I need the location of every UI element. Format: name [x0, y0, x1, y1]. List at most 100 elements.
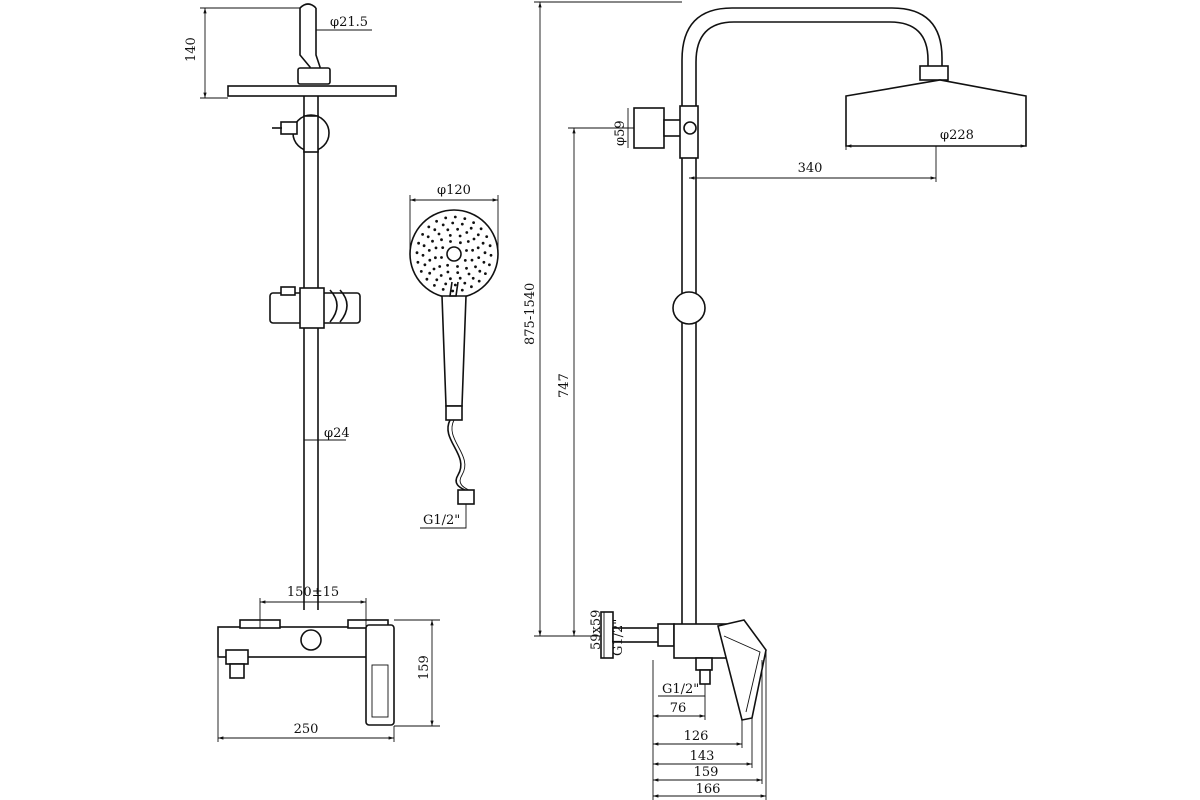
- nozzle-dot: [477, 256, 481, 259]
- mixer-handle: [365, 624, 395, 726]
- diverter-knob-side: [683, 121, 697, 135]
- nozzle-dot: [460, 222, 464, 226]
- nozzle-dot: [481, 241, 485, 245]
- eccentric-nut: [657, 623, 675, 647]
- nozzle-dot: [444, 282, 448, 286]
- nozzle-dot: [433, 284, 436, 287]
- nozzle-dot: [427, 249, 431, 252]
- nozzle-dot: [485, 235, 489, 239]
- diverter-side: [633, 107, 665, 149]
- dim-pipe-diameter: φ21.5: [330, 15, 368, 30]
- dim-rail-diameter: φ24: [324, 426, 350, 441]
- nozzle-dot: [441, 246, 445, 250]
- nozzle-dot: [426, 235, 430, 239]
- dim-143: 143: [690, 749, 715, 764]
- nozzle-dot: [417, 241, 420, 245]
- slider-hook-2: [339, 289, 348, 323]
- dim-166: 166: [696, 782, 721, 797]
- nozzle-dot: [433, 228, 437, 232]
- nozzle-dot: [472, 221, 475, 225]
- nozzle-dot: [446, 270, 450, 274]
- hand-shower-handle: [441, 295, 467, 407]
- nozzle-dot: [484, 272, 487, 275]
- slider-screw: [280, 286, 296, 296]
- nozzle-dot: [438, 265, 442, 268]
- slider-side: [672, 291, 706, 325]
- nozzle-dot: [466, 240, 470, 243]
- diverter-body: [303, 115, 319, 153]
- hose-nut: [457, 489, 475, 505]
- dim-overhead-diameter: φ228: [940, 128, 974, 143]
- nozzle-dot: [463, 259, 467, 262]
- mixer-handle-inset: [371, 664, 389, 718]
- nozzle-dot: [478, 269, 482, 273]
- nozzle-dot: [440, 238, 443, 242]
- dim-126: 126: [684, 729, 709, 744]
- nozzle-center: [446, 246, 462, 262]
- hose-thread-label: G1/2": [423, 513, 460, 528]
- front-view: φ21.5 140 φ24 150±15 159 250: [184, 3, 440, 742]
- arm-outer: [681, 7, 943, 108]
- nozzle-dot: [483, 251, 487, 255]
- nozzle-dot: [440, 256, 443, 259]
- slider-clamp: [299, 287, 325, 329]
- nozzle-dot: [435, 278, 439, 282]
- nozzle-dot: [489, 253, 493, 257]
- hand-shower-view: φ120 G1/2": [409, 183, 499, 529]
- nozzle-dot: [465, 266, 468, 270]
- nozzle-dot: [423, 263, 427, 267]
- nozzle-dot: [441, 223, 445, 227]
- nozzle-dot: [477, 279, 481, 283]
- spout-outlet: [229, 663, 245, 679]
- nozzle-dot: [419, 270, 423, 273]
- dim-arm-reach: 340: [798, 161, 823, 176]
- dim-holder-diameter: φ59: [613, 120, 628, 146]
- nozzle-dot: [428, 258, 432, 262]
- slider-hook: [329, 289, 338, 323]
- nozzle-dot: [448, 234, 452, 237]
- nozzle-dot: [421, 253, 425, 257]
- nozzle-dot: [441, 288, 445, 291]
- dim-outlet-thread: G1/2": [662, 682, 699, 697]
- nozzle-dot: [456, 227, 459, 231]
- nozzle-dot: [422, 244, 426, 248]
- nozzle-dot: [446, 228, 450, 232]
- nozzle-dot: [488, 244, 492, 248]
- shower-nut: [297, 67, 331, 85]
- nozzle-dot: [482, 260, 486, 264]
- hand-shower-button: [449, 281, 459, 297]
- nozzle-dot: [449, 277, 452, 281]
- top-pipe-left: [299, 8, 311, 76]
- nozzle-dot: [458, 234, 462, 238]
- nozzle-dot: [415, 251, 419, 255]
- nozzle-dot: [471, 276, 475, 280]
- dim-flange-size: 59x59: [589, 610, 604, 650]
- nozzle-dot: [476, 246, 480, 250]
- arm-inner: [695, 21, 929, 108]
- nozzle-dot: [451, 221, 455, 225]
- nozzle-dot: [456, 265, 459, 268]
- outlet-nut: [695, 657, 713, 671]
- nozzle-dot: [421, 233, 424, 236]
- nozzle-dot: [474, 265, 477, 269]
- nozzle-dot: [439, 274, 443, 277]
- mixer-lever-inset: [723, 635, 761, 713]
- nozzle-dot: [470, 285, 473, 289]
- nozzle-dot: [434, 256, 437, 260]
- dim-top-height: 140: [184, 37, 199, 62]
- nozzle-dot: [434, 246, 438, 250]
- nozzle-dot: [451, 289, 455, 293]
- hose-curve: [447, 419, 468, 493]
- nozzle-dot: [458, 276, 462, 280]
- nozzle-dot: [453, 283, 457, 287]
- nozzle-dot: [460, 288, 464, 292]
- nozzle-dot: [428, 271, 432, 275]
- nozzle-dot: [416, 260, 420, 264]
- mixer-lever-side: [717, 619, 767, 721]
- dim-rail-height: 747: [557, 373, 572, 398]
- nozzle-dot: [465, 231, 469, 234]
- nozzle-dot: [435, 219, 438, 223]
- top-pipe-right: [315, 8, 321, 76]
- dim-159: 159: [694, 765, 719, 780]
- nozzle-dot: [488, 263, 491, 267]
